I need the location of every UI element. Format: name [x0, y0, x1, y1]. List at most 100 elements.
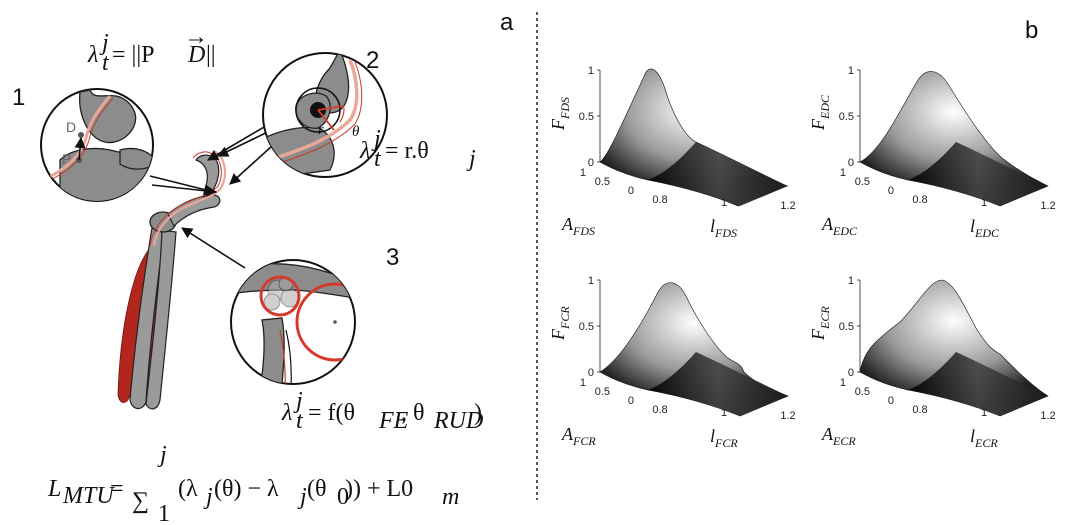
arrow-inset2-c [229, 145, 273, 185]
svg-text:(θ: (θ [307, 476, 327, 502]
surface-front [648, 142, 788, 206]
x-tick-label: 0.8 [652, 404, 667, 416]
x-tick-label: 1.2 [780, 410, 795, 422]
z-axis-label: FECR [808, 306, 832, 341]
svg-text:||: || [206, 42, 216, 68]
arrow-inset1-c [151, 184, 218, 197]
svg-text:L: L [47, 476, 61, 502]
tendon-outline [149, 151, 222, 247]
tendon-path [152, 150, 227, 247]
y-tick-label: 0 [628, 185, 634, 197]
svg-text:j: j [466, 146, 476, 172]
radius-bone [129, 227, 165, 410]
equation-1: λ j t = ||P D → || [87, 24, 216, 76]
x-tick-label: 1.2 [1040, 410, 1055, 422]
svg-text:λ: λ [281, 400, 292, 426]
inset2-radius: r [318, 122, 324, 138]
arrow-inset1-a [149, 175, 216, 195]
svg-text:m: m [442, 484, 459, 510]
svg-text:=: = [110, 476, 124, 502]
svg-text:t: t [374, 146, 382, 172]
z-tick-label: 0 [588, 157, 594, 169]
svg-text:j: j [297, 484, 307, 510]
svg-text:j: j [293, 388, 303, 414]
equation-2: λ j t = r.θ j [359, 126, 476, 172]
y-tick-label: 0.5 [595, 176, 610, 188]
svg-text:(θ) − λ: (θ) − λ [214, 476, 279, 502]
z-tick-label: 0.5 [579, 111, 594, 123]
arm-illustration [117, 150, 227, 410]
surface-front [908, 352, 1048, 416]
svg-text:λ: λ [359, 138, 370, 164]
equation-3: λ j t = f(θ FE , θ RUD ) [281, 388, 483, 434]
svg-text:): ) [474, 400, 482, 426]
x-axis-label: lFCR [710, 426, 738, 450]
z-tick-label: 0.5 [839, 321, 854, 333]
z-tick-label: 0.5 [579, 321, 594, 333]
svg-text:→: → [184, 24, 208, 50]
inset1-number: 1 [12, 84, 25, 111]
inset1-point-d: D [66, 119, 76, 135]
y-tick-label: 1 [840, 167, 846, 179]
z-axis-label: FFCR [548, 306, 572, 341]
x-axis-label: lEDC [970, 216, 1000, 240]
y-axis-label: AECR [821, 424, 856, 448]
svg-text:∑: ∑ [132, 488, 149, 514]
x-tick-label: 0.8 [912, 194, 927, 206]
y-axis-label: AFCR [561, 424, 596, 448]
svg-text:, θ: , θ [401, 400, 425, 426]
ulna-bone [145, 229, 177, 410]
z-tick-label: 1 [848, 65, 854, 77]
x-axis-label: lECR [970, 426, 998, 450]
inset3-number: 3 [386, 244, 399, 271]
surface-front [648, 352, 788, 416]
svg-text:(λ: (λ [178, 476, 198, 502]
svg-text:= ||P: = ||P [112, 42, 155, 68]
z-axis-label: FFDS [548, 97, 572, 131]
x-tick-label: 1.2 [780, 200, 795, 212]
inset-1: D P 1 [12, 84, 154, 202]
x-tick-label: 0.8 [912, 404, 927, 416]
inset2-angle: θ [352, 124, 360, 140]
x-axis-label: lFDS [710, 216, 737, 240]
inset1-point-p: P [62, 151, 71, 167]
y-tick-label: 1 [580, 377, 586, 389]
y-tick-label: 0.5 [855, 386, 870, 398]
x-tick-label: 1 [981, 197, 987, 209]
x-tick-label: 0.8 [652, 194, 667, 206]
svg-text:D: D [187, 42, 205, 68]
y-axis-label: AEDC [821, 214, 858, 238]
svg-text:FE: FE [378, 408, 409, 434]
svg-text:MTU: MTU [62, 483, 115, 509]
equation-mtu: L MTU = ∑ j 1 (λ j (θ) − λ j (θ 0 )) + L… [47, 442, 459, 525]
y-tick-label: 0 [888, 395, 894, 407]
y-axis-label: AFDS [561, 214, 595, 238]
z-tick-label: 0 [588, 367, 594, 379]
svg-text:j: j [99, 30, 109, 56]
x-tick-label: 1 [981, 407, 987, 419]
z-tick-label: 1 [848, 275, 854, 287]
svg-text:0: 0 [337, 484, 349, 510]
arrow-inset2-b [216, 129, 273, 157]
surface-front [908, 142, 1048, 206]
svg-text:j: j [157, 442, 167, 468]
y-tick-label: 1 [580, 167, 586, 179]
x-tick-label: 1.2 [1040, 200, 1055, 212]
svg-text:λ: λ [87, 42, 98, 68]
svg-text:t: t [102, 50, 110, 76]
arrow-inset3 [181, 227, 246, 269]
z-tick-label: 0.5 [839, 111, 854, 123]
z-tick-label: 1 [588, 275, 594, 287]
inset-3: 3 [230, 244, 399, 385]
x-tick-label: 1 [721, 197, 727, 209]
y-tick-label: 0.5 [855, 176, 870, 188]
svg-text:1: 1 [158, 501, 170, 525]
svg-text:= r.θ: = r.θ [385, 138, 429, 164]
z-tick-label: 1 [588, 65, 594, 77]
panel-label-b: b [1025, 17, 1038, 44]
